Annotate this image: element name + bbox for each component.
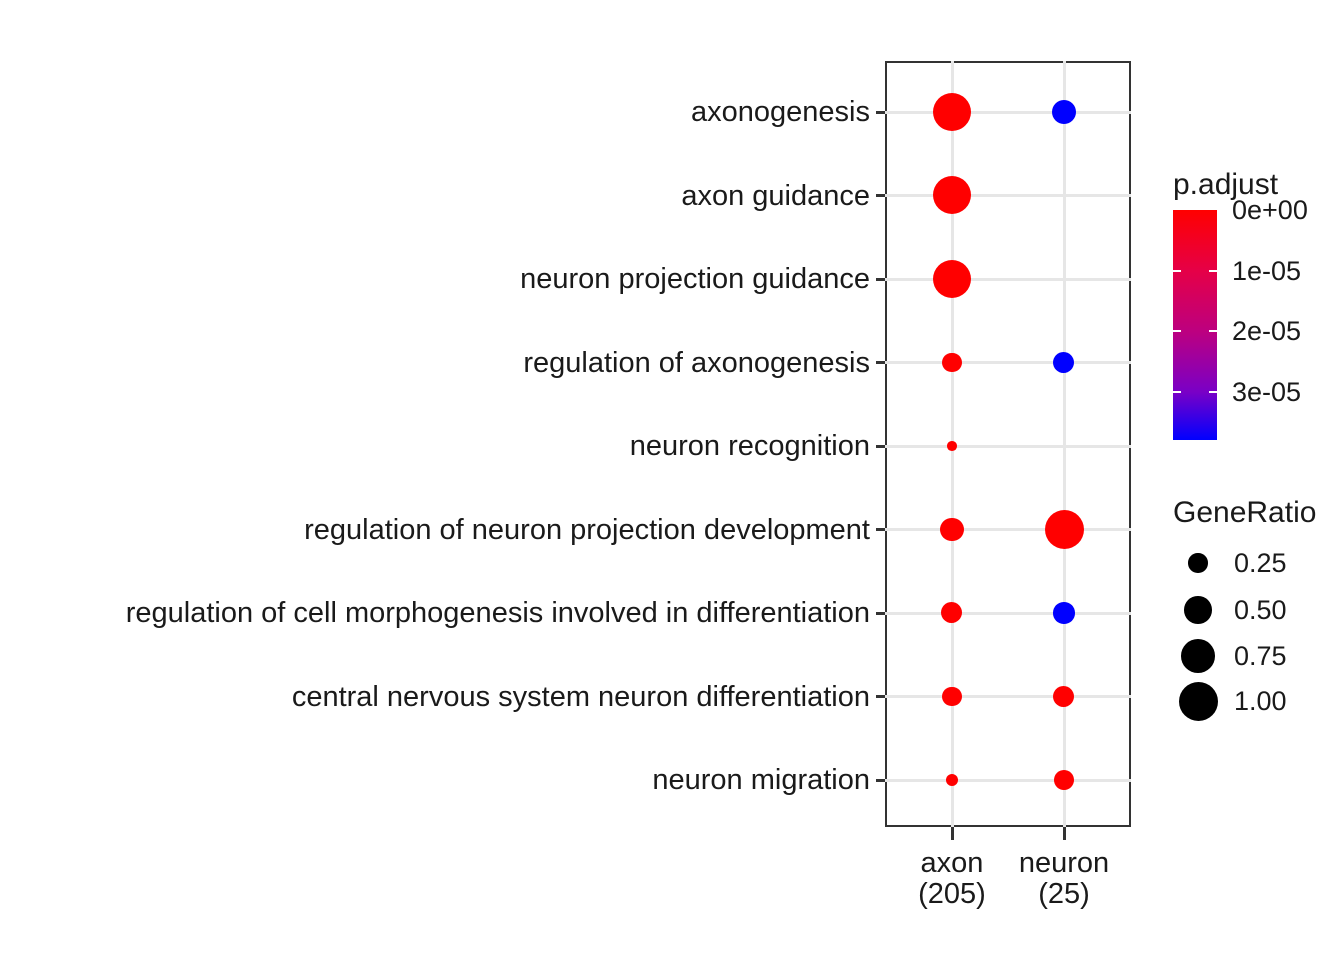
x-axis-label-cluster: neuron	[1018, 847, 1110, 879]
y-axis-label: axonogenesis	[691, 96, 870, 128]
data-point-dot	[942, 352, 962, 373]
x-axis-tick	[1062, 827, 1066, 840]
generatio-legend-title: GeneRatio	[1173, 496, 1317, 529]
generatio-legend-label: 1.00	[1234, 686, 1287, 716]
x-axis-label-cluster: axon	[920, 847, 984, 879]
generatio-legend-label: 0.75	[1234, 641, 1287, 671]
y-axis-tick	[876, 277, 885, 281]
gridline-horizontal	[885, 778, 1131, 782]
padjust-colorbar	[1173, 210, 1217, 440]
gridline-horizontal	[885, 277, 1131, 281]
generatio-legend-dot	[1178, 681, 1218, 721]
data-point-dot	[945, 773, 959, 787]
colorbar-tick-mark	[1173, 330, 1181, 333]
colorbar-tick-mark	[1209, 330, 1217, 333]
generatio-legend-label: 0.50	[1234, 595, 1287, 625]
y-axis-label: neuron projection guidance	[520, 263, 870, 295]
data-point-dot	[1054, 770, 1074, 790]
generatio-legend-dot	[1188, 553, 1208, 573]
colorbar-tick-label: 1e-05	[1232, 255, 1302, 286]
gridline-horizontal	[885, 695, 1131, 698]
data-point-dot	[1051, 99, 1077, 125]
colorbar-tick-mark	[1173, 390, 1181, 393]
x-axis-tick	[950, 827, 954, 840]
y-axis-label: neuron migration	[652, 764, 870, 796]
y-axis-tick	[876, 778, 885, 782]
data-point-dot	[941, 602, 963, 624]
colorbar-tick-mark	[1209, 269, 1217, 272]
y-axis-label: regulation of neuron projection developm…	[304, 513, 870, 546]
generatio-legend-dot	[1181, 639, 1215, 673]
x-axis-label-count: (205)	[918, 878, 986, 910]
y-axis-tick	[876, 528, 885, 531]
gridline-vertical	[1062, 61, 1066, 827]
gridline-horizontal	[885, 611, 1131, 615]
padjust-legend-title: p.adjust	[1173, 168, 1279, 201]
data-point-dot	[947, 441, 957, 451]
x-axis-label: axon(205)	[862, 848, 1042, 910]
data-point-dot	[1044, 510, 1084, 549]
y-axis-label: regulation of cell morphogenesis involve…	[125, 597, 870, 629]
x-axis-label-count: (25)	[1038, 878, 1090, 910]
gridline-horizontal	[885, 110, 1131, 114]
y-axis-tick	[876, 194, 885, 197]
data-point-dot	[932, 176, 971, 215]
data-point-dot	[940, 517, 964, 542]
data-point-dot	[942, 686, 962, 707]
y-axis-label: central nervous system neuron differenti…	[291, 680, 870, 713]
colorbar-tick-label: 3e-05	[1232, 376, 1302, 407]
data-point-dot	[1053, 351, 1075, 373]
data-point-dot	[932, 92, 971, 131]
y-axis-label: regulation of axonogenesis	[523, 346, 870, 379]
y-axis-tick	[876, 611, 885, 615]
y-axis-tick	[876, 361, 885, 364]
y-axis-label: axon guidance	[681, 179, 870, 212]
colorbar-tick-label: 0e+00	[1232, 195, 1308, 225]
generatio-legend-dot	[1184, 596, 1212, 624]
gridline-horizontal	[885, 444, 1131, 448]
data-point-dot	[1053, 602, 1075, 624]
y-axis-tick	[876, 110, 885, 114]
x-axis-label: neuron(25)	[974, 848, 1154, 910]
data-point-dot	[932, 259, 971, 298]
y-axis-tick	[876, 695, 885, 698]
data-point-dot	[1053, 685, 1075, 707]
y-axis-label: neuron recognition	[629, 430, 870, 462]
colorbar-tick-mark	[1173, 269, 1181, 272]
gridline-horizontal	[885, 361, 1131, 364]
gridline-horizontal	[885, 194, 1131, 197]
gridline-horizontal	[885, 528, 1131, 531]
generatio-legend-label: 0.25	[1234, 548, 1287, 578]
colorbar-tick-mark	[1209, 390, 1217, 393]
plot-panel	[885, 61, 1131, 827]
colorbar-tick-label: 2e-05	[1232, 316, 1302, 347]
y-axis-tick	[876, 444, 885, 448]
